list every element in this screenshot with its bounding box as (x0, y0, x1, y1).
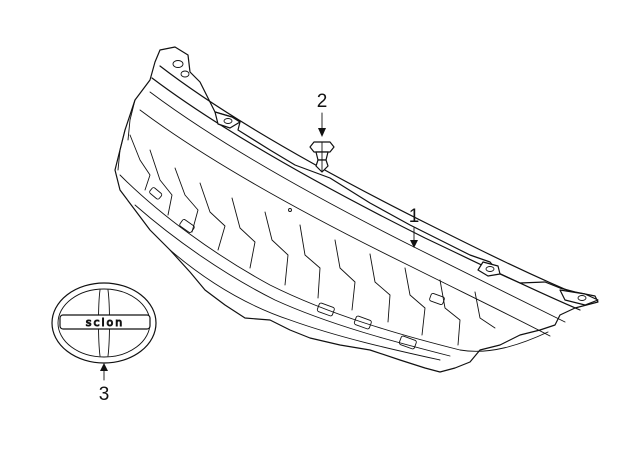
grille-bottom-lip (169, 249, 441, 361)
grille-outline (114, 46, 599, 373)
clip-part (309, 141, 335, 173)
grille-part (114, 46, 599, 373)
callout-2: 2 (317, 91, 328, 137)
grille-inner-rail (149, 91, 566, 323)
grille-side-edge-2 (127, 99, 136, 141)
callout-2-label: 2 (317, 91, 328, 112)
callout-3-arrow (100, 363, 108, 371)
grille-inner-rail-2 (139, 109, 551, 337)
grille-mount-tabs (172, 60, 599, 306)
grille-top-rail (159, 65, 591, 301)
grille-lower-contour (119, 174, 549, 352)
callout-2-arrow (318, 128, 326, 137)
callout-3: 3 (99, 363, 110, 405)
emblem-wordmark-band (59, 314, 151, 330)
grille-ribs (129, 134, 496, 346)
callout-1-arrow (410, 240, 418, 248)
callout-1: 1 (409, 206, 420, 248)
grille-dot (288, 208, 292, 212)
grille-side-edge (117, 129, 126, 171)
callout-3-label: 3 (99, 384, 110, 405)
callout-1-label: 1 (409, 206, 420, 227)
emblem-part: scion (51, 282, 157, 364)
emblem-wordmark: scion (86, 316, 125, 329)
grille-lower-openings (149, 187, 445, 350)
grille-lower-contour-2 (134, 204, 451, 357)
